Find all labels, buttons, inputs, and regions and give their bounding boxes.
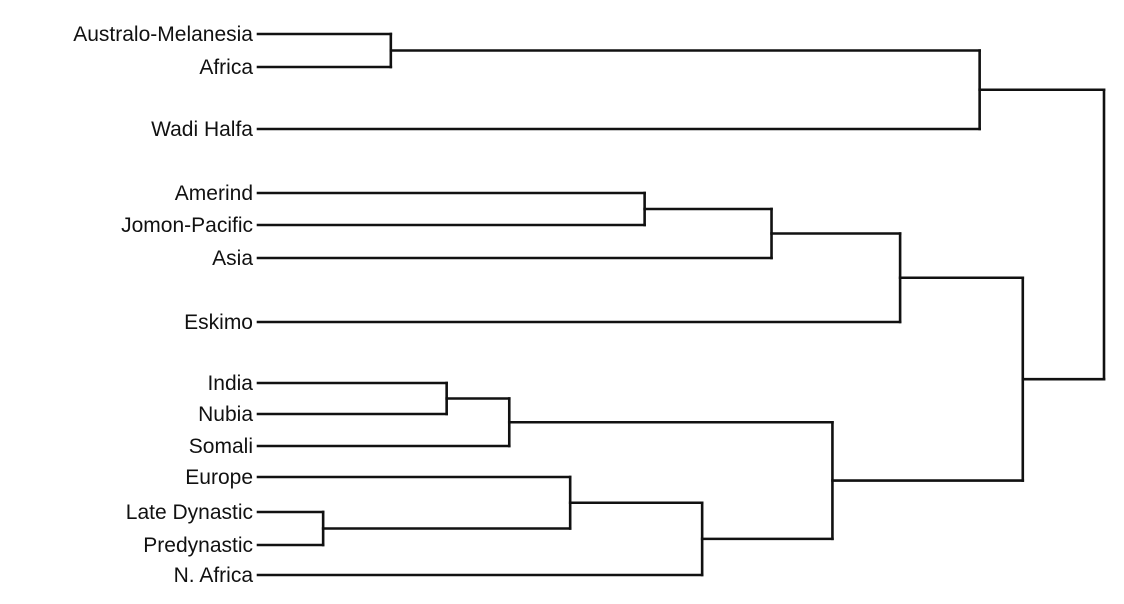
- dendrogram-branches: [256, 32, 1106, 577]
- leaf-label-n-africa: N. Africa: [174, 564, 254, 587]
- leaf-label-europe: Europe: [185, 466, 253, 489]
- leaf-label-asia: Asia: [212, 247, 253, 270]
- leaf-label-jomon-pacific: Jomon-Pacific: [121, 214, 253, 237]
- leaf-label-predynastic: Predynastic: [143, 534, 253, 557]
- leaf-label-eskimo: Eskimo: [184, 311, 253, 334]
- leaf-label-late-dynastic: Late Dynastic: [126, 501, 253, 524]
- leaf-label-somali: Somali: [189, 435, 253, 458]
- leaf-label-wadi-halfa: Wadi Halfa: [151, 118, 253, 141]
- leaf-label-africa: Africa: [199, 56, 253, 79]
- leaf-label-australo-melanesia: Australo-Melanesia: [73, 23, 253, 46]
- leaf-label-nubia: Nubia: [198, 403, 253, 426]
- leaf-label-india: India: [207, 372, 253, 395]
- leaf-label-amerind: Amerind: [175, 182, 253, 205]
